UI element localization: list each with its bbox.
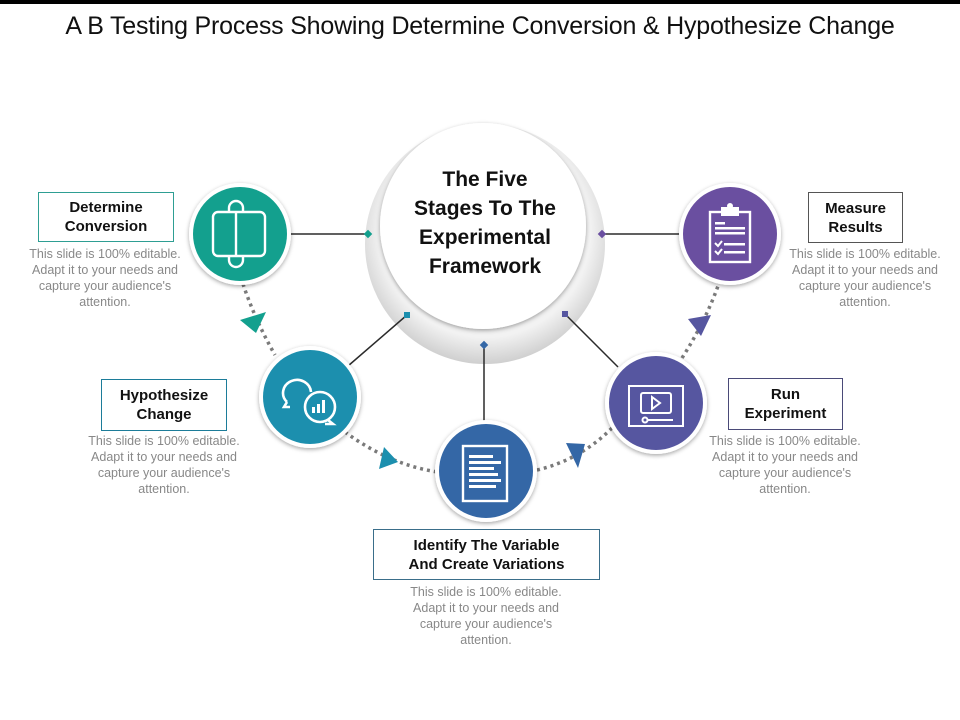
stage-label-run-experiment: Run Experiment <box>728 378 843 430</box>
center-heading-line: The Five <box>442 168 528 191</box>
center-heading-line: Stages To The <box>414 197 556 220</box>
stage-description-run-experiment: This slide is 100% editable. Adapt it to… <box>695 433 875 497</box>
center-circle <box>380 123 586 329</box>
desc-line: Adapt it to your needs and <box>32 263 178 277</box>
flow-path-4-5 <box>680 285 720 359</box>
chat-chart-icon <box>281 378 337 426</box>
stage-circle-identify-variable <box>435 420 537 522</box>
desc-line: attention. <box>138 482 190 496</box>
arrow-head-1 <box>240 312 266 333</box>
stage-circle-hypothesize-change <box>259 346 361 448</box>
arrow-head-2 <box>379 447 398 469</box>
connector-dot-2 <box>404 312 410 318</box>
stage-title-line: Identify The Variable <box>413 536 560 554</box>
stage-description-measure-results: This slide is 100% editable. Adapt it to… <box>775 246 955 310</box>
stage-title-line: Measure <box>825 199 886 217</box>
flow-path-1-2 <box>241 283 277 356</box>
desc-line: This slide is 100% editable. <box>88 434 240 448</box>
stage-title-line: Results <box>828 218 883 236</box>
desc-line: capture your audience's <box>97 466 231 480</box>
stage-label-hypothesize-change: Hypothesize Change <box>101 379 227 431</box>
center-heading: The Five Stages To The Experimental Fram… <box>385 165 585 281</box>
desc-line: capture your audience's <box>798 279 932 293</box>
connector-dot-4 <box>562 311 568 317</box>
desc-line: Adapt it to your needs and <box>712 450 858 464</box>
stage-title-line: Conversion <box>64 218 148 235</box>
desc-line: attention. <box>460 633 512 647</box>
desc-line: attention. <box>839 295 891 309</box>
top-bar <box>0 0 960 4</box>
stage-circle-run-experiment <box>605 352 707 454</box>
connector-4 <box>564 313 619 368</box>
connector-dot-3 <box>479 340 489 350</box>
center-heading-line: Experimental <box>419 226 551 249</box>
desc-line: This slide is 100% editable. <box>789 247 941 261</box>
luggage-icon <box>211 199 267 269</box>
stage-title-line: Hypothesize <box>119 387 209 404</box>
desc-line: Adapt it to your needs and <box>792 263 938 277</box>
stage-circle-measure-results <box>679 183 781 285</box>
stage-description-identify-variable: This slide is 100% editable. Adapt it to… <box>396 584 576 648</box>
arrow-head-3 <box>566 443 585 468</box>
desc-line: attention. <box>759 482 811 496</box>
desc-line: This slide is 100% editable. <box>29 247 181 261</box>
stage-label-identify-variable: Identify The Variable And Create Variati… <box>373 529 600 580</box>
center-heading-line: Framework <box>428 255 542 278</box>
document-icon <box>461 444 509 503</box>
flow-path-2-3 <box>343 430 439 474</box>
video-player-icon <box>628 385 684 427</box>
stage-title-line: Determine <box>69 199 143 216</box>
stage-title-line: Run <box>770 386 801 403</box>
stage-description-hypothesize-change: This slide is 100% editable. Adapt it to… <box>74 433 254 497</box>
stage-title-line: Change <box>136 406 192 423</box>
desc-line: This slide is 100% editable. <box>709 434 861 448</box>
stage-title-line: And Create Variations <box>408 555 565 573</box>
desc-line: attention. <box>79 295 131 309</box>
desc-line: Adapt it to your needs and <box>413 601 559 615</box>
stage-description-determine-conversion: This slide is 100% editable. Adapt it to… <box>15 246 195 310</box>
desc-line: capture your audience's <box>419 617 553 631</box>
stage-title-line: Experiment <box>744 405 827 422</box>
clipboard-checklist-icon <box>708 203 752 264</box>
slide-title: A B Testing Process Showing Determine Co… <box>65 12 895 40</box>
desc-line: This slide is 100% editable. <box>410 585 562 599</box>
stage-label-measure-results: Measure Results <box>808 192 903 243</box>
desc-line: capture your audience's <box>38 279 172 293</box>
connector-dot-1 <box>363 229 373 239</box>
desc-line: capture your audience's <box>718 466 852 480</box>
connector-2 <box>347 314 408 367</box>
arrow-head-4 <box>688 315 711 336</box>
desc-line: Adapt it to your needs and <box>91 450 237 464</box>
stage-label-determine-conversion: Determine Conversion <box>38 192 174 242</box>
stage-circle-determine-conversion <box>189 183 291 285</box>
